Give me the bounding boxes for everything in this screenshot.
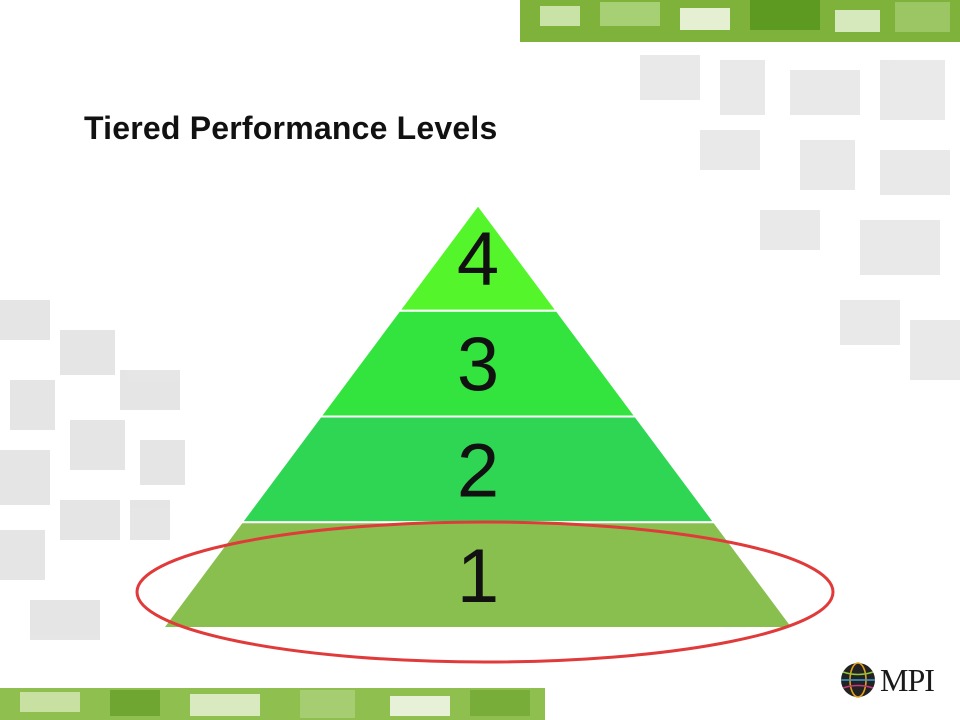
mpi-logo xyxy=(841,662,875,698)
tier-label-2: 2 xyxy=(457,428,499,513)
pyramid-tiers: 4 3 2 1 xyxy=(161,203,795,629)
top-decor-band xyxy=(520,0,960,42)
globe-icon xyxy=(841,662,875,698)
logo-wordmark: MPI xyxy=(880,662,935,698)
tier-label-1: 1 xyxy=(457,534,499,619)
tier-label-3: 3 xyxy=(457,323,499,408)
slide-title: Tiered Performance Levels xyxy=(84,110,498,146)
tier-label-4: 4 xyxy=(457,217,499,302)
tier-1-highlight-ellipse xyxy=(135,520,835,664)
bottom-decor-band xyxy=(0,688,545,720)
